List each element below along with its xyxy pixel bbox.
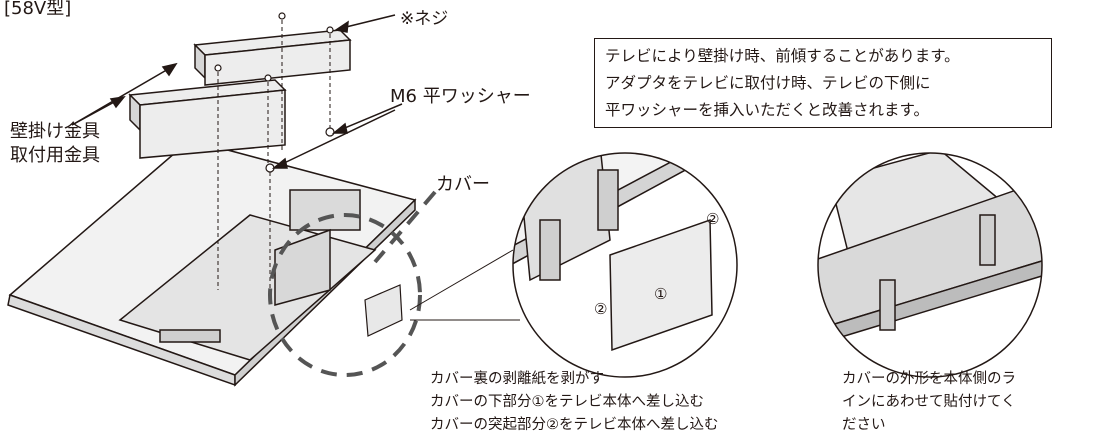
bracket-label-line2: 取付用金具 xyxy=(10,145,100,166)
caption-left: カバー裏の剥離紙を剥がす カバーの下部分①をテレビ本体へ差し込む カバーの突起部… xyxy=(430,368,719,437)
cover-protrusion-number-lower: ② xyxy=(594,300,608,318)
caption-left-line3: カバーの突起部分②をテレビ本体へ差し込む xyxy=(430,417,719,433)
screw-label: ※ネジ xyxy=(400,9,449,29)
model-label: [58V型] xyxy=(4,0,72,19)
caption-right-line2: インにあわせて貼付けてく xyxy=(842,394,1016,410)
cover-highlight xyxy=(268,190,437,377)
zoom-leader-lines xyxy=(409,249,520,321)
cover-protrusion-number-upper: ② xyxy=(706,210,720,228)
caption-right-line1: カバーの外形を本体側のラ xyxy=(842,371,1016,387)
caption-right: カバーの外形を本体側のラ インにあわせて貼付けてく ださい xyxy=(842,368,1016,437)
note-line2: アダプタをテレビに取付け時、テレビの下側に xyxy=(605,74,931,92)
bracket-label: 壁掛け金具 取付用金具 xyxy=(10,120,100,168)
caption-left-line1: カバー裏の剥離紙を剥がす xyxy=(430,371,604,387)
pointer-arrows xyxy=(71,14,403,169)
loose-cover-part xyxy=(364,284,403,337)
upper-bracket xyxy=(193,29,352,86)
washer-label: M6 平ワッシャー xyxy=(390,86,531,107)
note-line3: 平ワッシャーを挿入いただくと改善されます。 xyxy=(605,101,929,119)
alignment-lines xyxy=(217,20,331,300)
lower-bracket xyxy=(128,79,287,159)
zoom-detail-right xyxy=(817,152,1043,378)
note-line1: テレビにより壁掛け時、前傾することがあります。 xyxy=(605,47,960,65)
note-box: テレビにより壁掛け時、前傾することがあります。 アダプタをテレビに取付け時、テレ… xyxy=(594,38,1052,128)
zoom-detail-left xyxy=(512,152,738,378)
bracket-label-line1: 壁掛け金具 xyxy=(10,121,100,142)
caption-left-line2: カバーの下部分①をテレビ本体へ差し込む xyxy=(430,394,704,410)
tv-body xyxy=(7,139,417,387)
caption-right-line3: ださい xyxy=(842,417,886,433)
cover-label: カバー xyxy=(436,174,490,195)
cover-bottom-number: ① xyxy=(654,285,668,303)
